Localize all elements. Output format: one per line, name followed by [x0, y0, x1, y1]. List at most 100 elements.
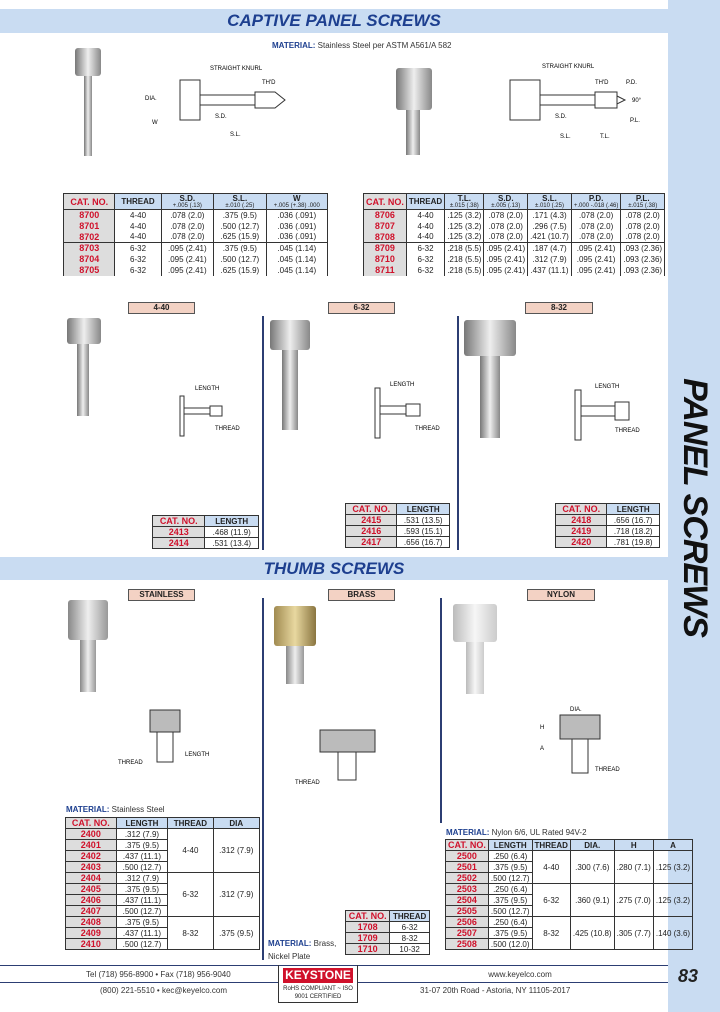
column-header: DIA [212, 817, 261, 829]
cell: .296 (7.5) [527, 220, 572, 232]
cat-no: 2402 [65, 850, 117, 862]
table-row: 2408.375 (9.5)8-32.375 (9.5) [65, 916, 261, 950]
brass-thumb-shaft [286, 646, 304, 684]
cell: .095 (2.41) [570, 253, 622, 265]
cell: .095 (2.41) [160, 242, 215, 254]
section-title: THUMB SCREWS [263, 558, 405, 578]
cell: .531 (13.4) [204, 537, 259, 549]
length: .250 (6.4) [487, 883, 533, 895]
cell: .656 (16.7) [396, 536, 450, 548]
captive-screw-photo-1 [75, 48, 101, 76]
label-thread: THREAD [215, 426, 240, 432]
label-thread: THREAD [615, 428, 640, 434]
column-header: CAT. NO. [445, 839, 489, 851]
dia: .312 (7.9) [212, 828, 261, 873]
cell: .421 (10.7) [527, 231, 572, 243]
cell: .078 (2.0) [570, 220, 622, 232]
label-h: H [540, 725, 544, 731]
column-tolerance: ±.015 (.38) [449, 203, 479, 209]
cat-no: 2401 [65, 839, 117, 851]
material-label: MATERIAL: [66, 805, 110, 814]
cat-no: 2418 [554, 514, 608, 526]
label-a: A [540, 746, 544, 752]
dia: .425 (10.8) [569, 916, 615, 950]
table-row: 2413.468 (11.9) [151, 526, 259, 538]
certifications: RoHS COMPLIANT ~ ISO 9001 CERTIFIED [283, 986, 353, 1000]
cell: .093 (2.36) [620, 264, 666, 276]
column-header: LENGTH [606, 503, 660, 515]
label-length: LENGTH [185, 752, 209, 758]
cat-no: 2420 [554, 536, 608, 548]
length: .312 (7.9) [115, 828, 169, 840]
brass-diagram: THREAD [295, 729, 376, 786]
length: .312 (7.9) [115, 872, 169, 884]
stainless-thumb-shaft [80, 640, 96, 692]
cell: .078 (2.0) [620, 220, 666, 232]
cell: .036 (.091) [265, 209, 329, 221]
length: .375 (9.5) [115, 916, 169, 928]
cell: .500 (12.7) [213, 253, 267, 265]
footer-address: 31-07 20th Road - Astoria, NY 11105-2017 [420, 986, 571, 995]
captive-diagram-1: STRAIGHT KNURL TH'D S.D. S.L. W DIA. [145, 66, 286, 138]
table-row: 2407.500 (12.7) [65, 905, 260, 917]
column-header: CAT. NO. [344, 503, 398, 515]
a: .125 (3.2) [652, 883, 694, 917]
captive-screw-photo-2 [396, 68, 432, 110]
cell: .078 (2.0) [570, 231, 622, 243]
cell: .187 (4.7) [527, 242, 572, 254]
divider [457, 316, 459, 550]
cell: .095 (2.41) [483, 242, 529, 254]
cell: .531 (13.5) [396, 514, 450, 526]
length: .375 (9.5) [115, 883, 169, 895]
captive-material: MATERIAL: Stainless Steel per ASTM A561/… [272, 41, 452, 50]
cat-no: 2505 [445, 905, 489, 917]
cell: .095 (2.41) [483, 264, 529, 276]
cat-no: 2507 [445, 927, 489, 939]
cat-no: 2417 [344, 536, 398, 548]
cat-no: 1708 [344, 921, 391, 933]
a: .140 (3.6) [652, 916, 694, 950]
cell: 4-40 [114, 231, 162, 243]
length: .500 (12.0) [487, 938, 533, 950]
cell: 6-32 [389, 921, 430, 933]
footer-rule [0, 982, 278, 983]
cell: .078 (2.0) [160, 220, 215, 232]
cell: .095 (2.41) [570, 264, 622, 276]
column-header: LENGTH [487, 839, 533, 851]
tag-stainless: STAINLESS [128, 589, 195, 601]
cell: .078 (2.0) [160, 231, 215, 243]
label-pd: P.D. [626, 80, 637, 86]
label-sd: S.D. [215, 114, 227, 120]
cell: 6-32 [114, 264, 162, 276]
dia: .375 (9.5) [212, 916, 261, 950]
cell: .078 (2.0) [483, 209, 529, 221]
footer-website[interactable]: www.keyelco.com [488, 970, 552, 979]
cell: .718 (18.2) [606, 525, 660, 537]
cat-no: 2506 [445, 916, 489, 928]
column-tolerance: +.005 (.13) [172, 203, 202, 209]
cell: .078 (2.0) [570, 209, 622, 221]
stainless-thumb-photo [68, 600, 108, 640]
cat-no: 2504 [445, 894, 489, 906]
thread: 6-32 [167, 872, 214, 917]
material-finish: Nickel Plate [268, 952, 311, 961]
cat-no: 8709 [363, 242, 407, 254]
footer-email[interactable]: (800) 221-5510 • kec@keyelco.com [100, 986, 227, 995]
cell: .078 (2.0) [620, 209, 666, 221]
cell: 6-32 [114, 253, 162, 265]
cat-no: 2409 [65, 927, 117, 939]
cell: .500 (12.7) [213, 220, 267, 232]
length: .375 (9.5) [115, 839, 169, 851]
